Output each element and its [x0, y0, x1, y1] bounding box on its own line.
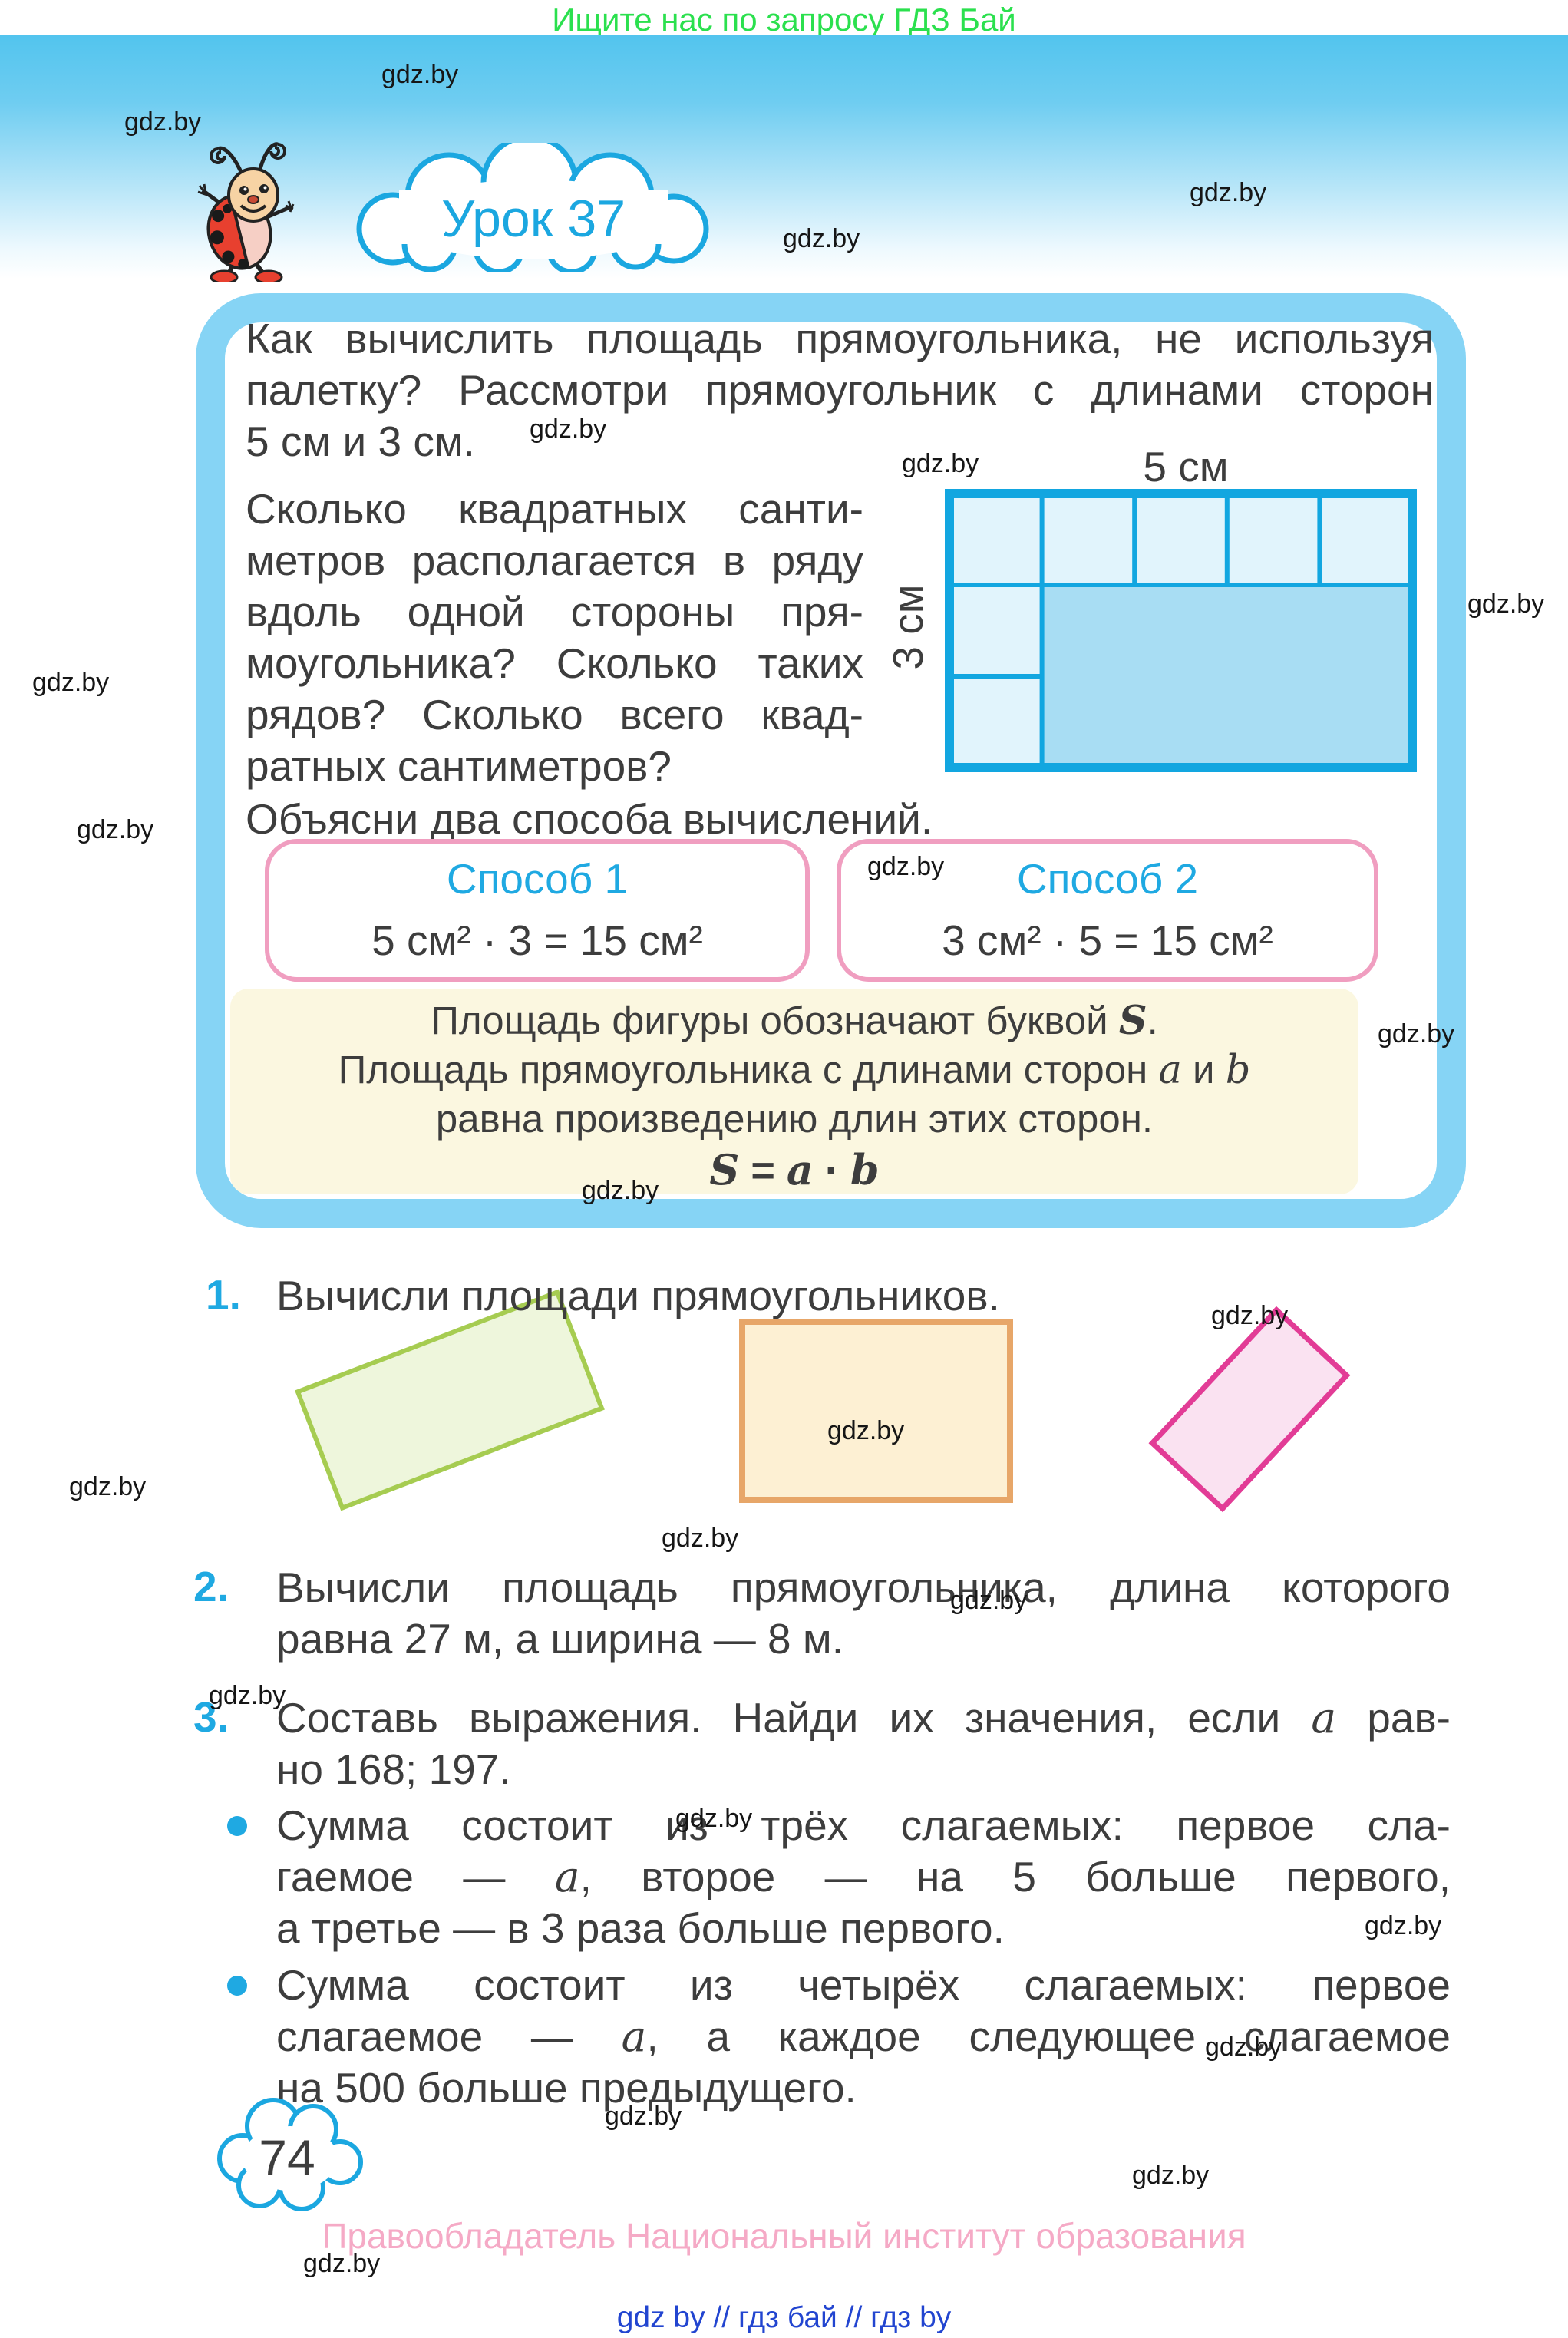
gdz-watermark: gdz.by: [605, 2102, 682, 2131]
bullet-dot: [227, 1816, 247, 1836]
gdz-watermark: gdz.by: [209, 1681, 286, 1710]
rule-line-3: равна произведению длин этих сторон.: [435, 1097, 1154, 1141]
bullet-dot: [227, 1976, 247, 1996]
task1-text: Вычисли площади прямоугольников.: [276, 1272, 1000, 1319]
symbol-a: a: [1158, 1048, 1182, 1093]
symbol-a: a: [621, 2012, 647, 2061]
copyright-line: Правообладатель Национальный институт об…: [322, 2216, 1246, 2256]
question-line: метров располагается в ряду: [246, 537, 863, 584]
question-line: вдоль одной стороны пря-: [246, 588, 863, 636]
question-line: Сколько квадратных санти-: [246, 485, 863, 533]
area-formula: S = a · b: [709, 1145, 880, 1194]
gdz-watermark: gdz.by: [1190, 178, 1267, 207]
symbol-a: a: [554, 1852, 580, 1901]
symbol-b: b: [1225, 1048, 1251, 1093]
symbol-a: a: [1311, 1693, 1337, 1742]
ladybug-illustration: [193, 132, 305, 282]
diagram-height-label: 3 см: [884, 584, 932, 669]
task3-bullet1: Сумма состоит из трёх слагаемых: первое …: [276, 1801, 1451, 1952]
gdz-watermark: gdz.by: [1378, 1019, 1455, 1048]
green-rectangle-shape: [295, 1289, 605, 1511]
question-line: моугольника? Сколько таких: [246, 639, 863, 687]
gdz-watermark: gdz.by: [675, 1804, 753, 1833]
gdz-watermark: gdz.by: [1211, 1301, 1289, 1330]
task2-number: 2.: [193, 1563, 229, 1610]
rule-line-1: Площадь фигуры обозначают буквой S.: [431, 998, 1158, 1044]
task2-text: Вычисли площадь прямоугольника, длина ко…: [276, 1564, 1451, 1663]
gdz-watermark: gdz.by: [582, 1176, 659, 1205]
question-paragraph: Сколько квадратных санти- метров распола…: [246, 484, 863, 792]
lesson-badge-cloud: Урок 37: [345, 143, 725, 272]
intro-paragraph: Как вычислить площадь прямоугольника, не…: [246, 313, 1434, 467]
gdz-watermark: gdz.by: [77, 815, 154, 844]
page-number-cloud: 74: [213, 2089, 367, 2220]
method1-formula: 5 см² · 3 = 15 см²: [371, 916, 703, 964]
gdz-watermark: gdz.by: [381, 60, 459, 89]
question-line: рядов? Сколько всего квад-: [246, 691, 863, 738]
method1-box: Способ 1 5 см² · 3 = 15 см²: [265, 839, 810, 982]
task3-bullet2: Сумма состоит из четырёх слагаемых: перв…: [276, 1961, 1451, 2112]
method1-title: Способ 1: [446, 855, 629, 903]
gdz-watermark: gdz.by: [1205, 2033, 1282, 2062]
gdz-watermark: gdz.by: [867, 852, 945, 881]
top-search-banner: Ищите нас по запросу ГДЗ Бай: [552, 2, 1016, 38]
gdz-watermark: gdz.by: [662, 1524, 739, 1553]
pink-rectangle-shape: [1148, 1306, 1351, 1513]
footer-links[interactable]: gdz by // гдз бай // гдз by: [616, 2301, 952, 2334]
gdz-watermark: gdz.by: [530, 414, 607, 444]
lesson-badge-label: Урок 37: [441, 190, 626, 248]
question-line: ратных сантиметров?: [246, 742, 672, 790]
intro-line: 5 см и 3 см.: [246, 418, 475, 465]
page-number: 74: [259, 2129, 315, 2186]
gdz-watermark: gdz.by: [69, 1472, 147, 1501]
area-rule-box: Площадь фигуры обозначают буквой S. Площ…: [230, 989, 1358, 1194]
gdz-watermark: gdz.by: [124, 107, 202, 137]
gdz-watermark: gdz.by: [950, 1586, 1028, 1615]
gdz-watermark: gdz.by: [902, 449, 979, 478]
gdz-watermark: gdz.by: [1365, 1911, 1442, 1940]
task1-number: 1.: [206, 1271, 241, 1319]
gdz-watermark: gdz.by: [1467, 589, 1545, 619]
symbol-S: S: [1118, 998, 1147, 1044]
gdz-watermark: gdz.by: [1132, 2161, 1210, 2190]
gdz-watermark: gdz.by: [303, 2249, 381, 2278]
rectangle-diagram: 5 см 3 см: [883, 449, 1466, 779]
intro-line: палетку? Рассмотри прямоугольник с длина…: [246, 366, 1434, 414]
gdz-watermark: gdz.by: [827, 1416, 905, 1445]
gdz-watermark: gdz.by: [783, 224, 860, 253]
diagram-width-label: 5 см: [1143, 449, 1228, 490]
method2-title: Способ 2: [1016, 855, 1199, 903]
task3-number: 3.: [193, 1693, 229, 1741]
explain-line: Объясни два способа вычислений.: [246, 795, 933, 843]
method2-box: Способ 2 3 см² · 5 = 15 см²: [837, 839, 1378, 982]
gdz-watermark: gdz.by: [32, 668, 110, 697]
orange-rectangle-shape: [739, 1319, 1013, 1503]
intro-line: Как вычислить площадь прямоугольника, не…: [246, 315, 1434, 362]
method2-formula: 3 см² · 5 = 15 см²: [942, 916, 1273, 964]
rule-line-2: Площадь прямоугольника с длинами сторон …: [338, 1048, 1251, 1093]
task3-text: Составь выражения. Найди их значения, ес…: [276, 1693, 1451, 1793]
